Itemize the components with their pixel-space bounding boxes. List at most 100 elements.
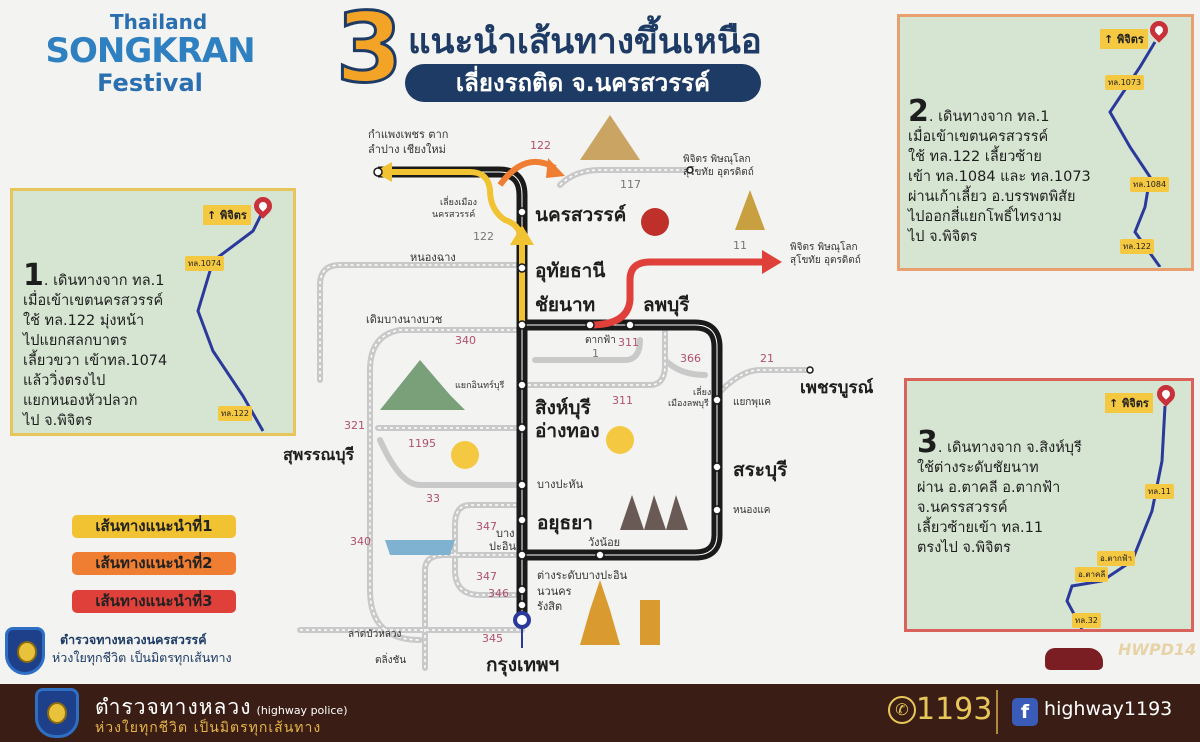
songkran-logo: Thailand SONGKRAN Festival (45, 10, 255, 97)
route-1-arrow-up (510, 225, 534, 245)
legend-route-2: เส้นทางแนะนำที่2 (72, 552, 236, 575)
route-box-3: ↑ พิจิตร ทล.11 อ.ตากฟ้า อ.ตาคลี ทล.32 3.… (904, 378, 1194, 632)
legend-route-3: เส้นทางแนะนำที่3 (72, 590, 236, 613)
legend-route-1: เส้นทางแนะนำที่1 (72, 515, 236, 538)
destination-tag: ↑ พิจิตร (1100, 29, 1148, 49)
footer-org-name-en: (highway police) (256, 704, 348, 717)
city-label: ชัยนาท (535, 294, 596, 316)
place-label: ลำปาง เชียงใหม่ (368, 143, 446, 156)
route-1-arrow (374, 162, 392, 182)
title-number: 3 (335, 0, 405, 106)
place-label: แยกอินทร์บุรี (455, 381, 505, 391)
route-3-arrow (762, 250, 782, 274)
road-1195 (377, 437, 525, 488)
bangkok-marker (513, 611, 531, 629)
road-number: 347 (476, 520, 497, 533)
route-box-1: ↑ พิจิตร ทล.1074 ทล.122 1. เดินทางจาก ทล… (10, 188, 296, 436)
route-1-description: 1. เดินทางจาก ทล.1 เมื่อเข้าเขตนครสวรรค์… (23, 258, 168, 430)
road-tag: ทล.122 (1120, 239, 1154, 254)
pagoda-icon (735, 190, 765, 230)
place-label: เลี่ยง (693, 388, 712, 398)
org-name: ตำรวจทางหลวงนครสวรรค์ (60, 632, 207, 647)
highway-police-logo (35, 688, 79, 738)
route-3-description: 3. เดินทางจาก จ.สิงห์บุรี ใช้ต่างระดับชั… (917, 425, 1082, 557)
place-label: นครสวรรค์ (432, 210, 476, 220)
place-label: ตากฟ้า (585, 335, 616, 346)
road-number: 122 (530, 139, 551, 152)
route-1-line (390, 169, 525, 325)
road-number: 122 (473, 230, 494, 243)
road-number: 345 (482, 632, 503, 645)
road-number: 311 (618, 336, 639, 349)
place-label: เลี่ยงเมือง (440, 198, 478, 208)
city-label: กรุงเทพฯ (486, 654, 560, 676)
ayutthaya-temple-icon (620, 495, 688, 530)
road-311b (532, 337, 643, 363)
divider (996, 690, 998, 734)
road-number: 340 (455, 334, 476, 347)
mountain-icon (380, 360, 465, 410)
road-tag: ทล.1074 (185, 256, 225, 271)
place-label: บางปะหัน (537, 478, 584, 491)
place-label: วังน้อย (588, 536, 621, 549)
dragon-icon (641, 208, 669, 236)
road-tag: ทล.1084 (1130, 177, 1170, 192)
road-number: 1 (592, 347, 599, 360)
road-tag: อ.ตากฟ้า (1097, 551, 1136, 566)
road-tag: ทล.32 (1072, 613, 1101, 628)
place-label: พิจิตร พิษณุโลก (790, 242, 858, 253)
place-label: หนองฉาง (410, 251, 456, 264)
city-label: เพชรบูรณ์ (800, 378, 874, 398)
mascot-icon (606, 426, 634, 454)
place-label: แยกพุแค (733, 397, 772, 408)
place-label: ปะอิน (489, 540, 517, 553)
road-number: 11 (733, 239, 747, 252)
road-tag: ทล.122 (218, 406, 252, 421)
road-number: 346 (488, 587, 509, 600)
temple-icon (580, 115, 640, 160)
road-number: 366 (680, 352, 701, 365)
city-label: ลพบุรี (643, 294, 690, 316)
place-label: เมืองลพบุรี (668, 399, 709, 409)
page-subtitle: เลี่ยงรถติด จ.นครสวรรค์ (405, 64, 761, 102)
road-tag: อ.ตาคลี (1075, 567, 1109, 582)
route-box-2: ↑ พิจิตร ทล.1073 ทล.1084 ทล.122 2. เดินท… (897, 14, 1194, 271)
road-number: 1195 (408, 437, 436, 450)
bangkok-temple-icon (545, 580, 660, 645)
road-366 (662, 357, 708, 378)
police-car-icon (1045, 648, 1103, 670)
city-label: สิงห์บุรี (535, 397, 591, 419)
road-number: 117 (620, 178, 641, 191)
place-label: สุโขทัย อุตรดิตถ์ (790, 255, 861, 266)
phone-icon: ✆ (888, 696, 916, 724)
place-label: ต่างระดับบางปะอิน (537, 569, 628, 582)
place-label: นวนคร (537, 585, 572, 598)
city-label: อ่างทอง (535, 420, 600, 442)
police-badge-logo (5, 627, 45, 675)
city-label: อุทัยธานี (535, 260, 606, 282)
place-label: พิจิตร พิษณุโลก (683, 154, 751, 165)
road-tag: ทล.1073 (1105, 75, 1145, 90)
route-3-line (589, 258, 765, 329)
mascot-icon (451, 441, 479, 469)
place-label: ลาดบัวหลวง (348, 629, 402, 640)
destination-tag: ↑ พิจิตร (1105, 393, 1153, 413)
facebook-icon: f (1012, 698, 1038, 726)
footer-org-name: ตำรวจทางหลวง (95, 695, 252, 719)
hwpd14-watermark: HWPD14 (1118, 640, 1197, 659)
place-label: เดิมบางนางบวช (366, 313, 443, 326)
facebook-link[interactable]: f highway1193 (1012, 698, 1172, 726)
place-label: ตลิ่งชัน (375, 655, 407, 666)
route-2-arrow (546, 158, 565, 178)
road-number: 21 (760, 352, 774, 365)
place-label: สุโขทัย อุตรดิตถ์ (683, 167, 754, 178)
place-label: บาง (496, 527, 515, 540)
route-2-description: 2. เดินทางจาก ทล.1 เมื่อเข้าเขตนครสวรรค์… (908, 94, 1091, 246)
hotline: ✆1193 (888, 692, 992, 727)
city-label: นครสวรรค์ (535, 204, 627, 226)
wetland-icon (385, 540, 455, 555)
page-title: แนะนำเส้นทางขึ้นเหนือ (408, 22, 762, 62)
road-number: 33 (426, 492, 440, 505)
road-number: 347 (476, 570, 497, 583)
